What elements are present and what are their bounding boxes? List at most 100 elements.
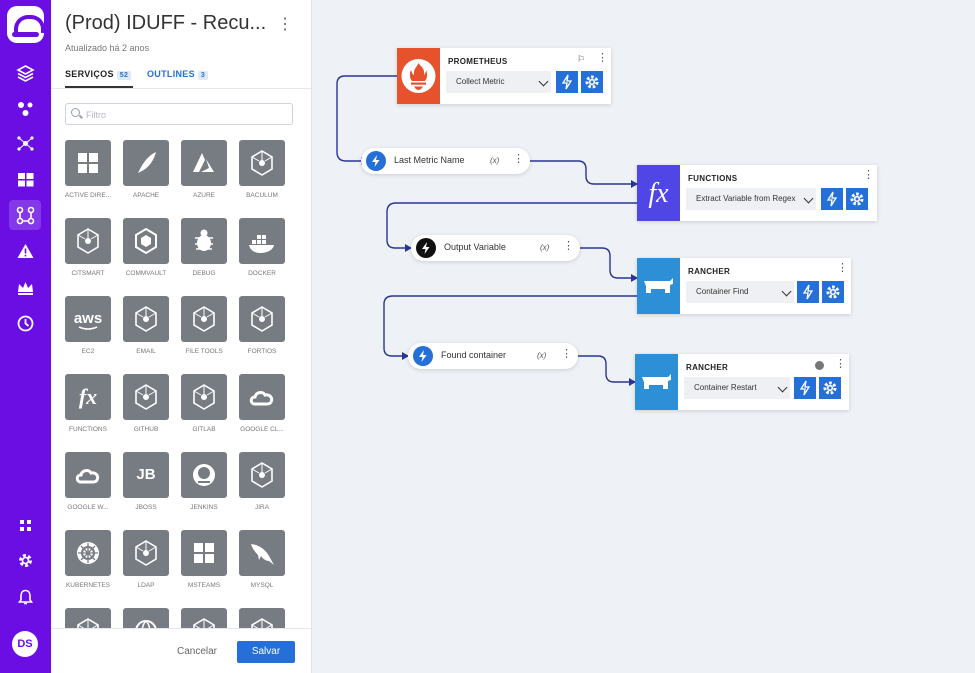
action-select-value: Collect Metric — [456, 77, 505, 86]
node-menu-icon[interactable]: ⋮ — [863, 169, 874, 181]
variable-icon[interactable]: (x) — [490, 156, 500, 165]
variable-menu-icon[interactable]: ⋮ — [563, 240, 574, 252]
clock-icon[interactable] — [13, 311, 38, 336]
tab-outlines-count: 3 — [197, 71, 209, 80]
service-tile[interactable]: LDAP — [123, 530, 169, 595]
bell-icon[interactable] — [13, 585, 38, 610]
action-select[interactable]: Extract Variable from Regex — [686, 188, 816, 210]
bolt-icon — [826, 191, 838, 207]
action-select-value: Container Find — [696, 287, 749, 296]
gear-icon — [585, 75, 599, 89]
service-tile[interactable]: BACULUM — [239, 140, 285, 205]
service-tile[interactable] — [123, 608, 169, 628]
gear-icon[interactable] — [13, 548, 38, 573]
action-select[interactable]: Collect Metric — [446, 71, 551, 93]
dashboard-icon[interactable] — [13, 167, 38, 192]
settings-button[interactable] — [819, 377, 841, 399]
service-tile[interactable]: MSTEAMS — [181, 530, 227, 595]
variable-pill[interactable]: Output Variable (x) ⋮ — [411, 235, 580, 261]
trigger-button[interactable] — [821, 188, 843, 210]
node-menu-icon[interactable]: ⋮ — [597, 52, 608, 64]
service-tile[interactable]: JIRA — [239, 452, 285, 517]
settings-button[interactable] — [846, 188, 868, 210]
node-menu-icon[interactable]: ⋮ — [837, 262, 848, 274]
molecule-icon[interactable] — [13, 96, 38, 121]
variable-pill[interactable]: Found container (x) ⋮ — [408, 343, 578, 369]
bolt-icon — [561, 74, 573, 90]
service-tile[interactable]: COMMVAULT — [123, 218, 169, 283]
cube-icon — [239, 452, 285, 498]
service-tile[interactable]: KUBERNETES — [65, 530, 111, 595]
more-options-icon[interactable]: ⋮ — [277, 16, 293, 33]
user-avatar[interactable]: DS — [12, 631, 38, 657]
action-select[interactable]: Container Find — [686, 281, 794, 303]
node-functions[interactable]: fx FUNCTIONS ⋮ Extract Variable from Reg… — [637, 165, 877, 221]
layers-icon[interactable] — [13, 61, 38, 86]
tab-outlines-label: OUTLINES — [147, 69, 195, 79]
service-tile[interactable]: EMAIL — [123, 296, 169, 361]
flag-icon[interactable]: ⚐ — [577, 54, 586, 64]
save-button[interactable]: Salvar — [237, 641, 295, 663]
cube-icon — [123, 296, 169, 342]
settings-button[interactable] — [581, 71, 603, 93]
filter-box — [65, 103, 293, 125]
cube-icon — [181, 608, 227, 628]
service-tile[interactable] — [181, 608, 227, 628]
action-select-value: Container Restart — [694, 383, 757, 392]
action-select[interactable]: Container Restart — [684, 377, 790, 399]
filter-input[interactable] — [84, 106, 288, 124]
variable-icon[interactable]: (x) — [537, 351, 547, 360]
globe-icon — [123, 608, 169, 628]
cloud-icon — [239, 374, 285, 420]
service-tile[interactable]: GOOGLE CL... — [239, 374, 285, 439]
variable-pill[interactable]: Last Metric Name (x) ⋮ — [361, 148, 530, 174]
service-tile[interactable]: MYSQL — [239, 530, 285, 595]
variable-menu-icon[interactable]: ⋮ — [513, 153, 524, 165]
settings-button[interactable] — [822, 281, 844, 303]
service-icon-text: aws — [74, 310, 102, 327]
node-rancher-restart[interactable]: RANCHER ⋮ Container Restart — [635, 354, 849, 410]
alert-icon[interactable] — [13, 239, 38, 264]
variable-menu-icon[interactable]: ⋮ — [561, 348, 572, 360]
service-tile[interactable]: GITHUB — [123, 374, 169, 439]
variable-label: Last Metric Name — [394, 155, 465, 165]
services-grid: ACTIVE DIRE... APACHE AZURE BACULUM CITSMART… — [65, 140, 295, 628]
trigger-button[interactable] — [556, 71, 578, 93]
service-tile[interactable]: DOCKER — [239, 218, 285, 283]
trigger-button[interactable] — [794, 377, 816, 399]
bolt-icon — [366, 151, 386, 171]
service-tile[interactable]: FILE TOOLS — [181, 296, 227, 361]
network-icon[interactable] — [13, 131, 38, 156]
service-tile[interactable]: DEBUG — [181, 218, 227, 283]
apps-grid-icon[interactable] — [13, 513, 38, 538]
crown-icon[interactable] — [13, 275, 38, 300]
cube-icon — [65, 608, 111, 628]
workflow-icon[interactable] — [9, 200, 41, 230]
service-tile[interactable]: AZURE — [181, 140, 227, 205]
node-prometheus[interactable]: PROMETHEUS ⚐ ⋮ Collect Metric — [397, 48, 611, 104]
service-tile[interactable]: GITLAB — [181, 374, 227, 439]
trigger-button[interactable] — [797, 281, 819, 303]
service-tile[interactable] — [239, 608, 285, 628]
service-tile[interactable]: JENKINS — [181, 452, 227, 517]
service-tile[interactable]: FORTIOS — [239, 296, 285, 361]
node-rancher-find[interactable]: RANCHER ⋮ Container Find — [637, 258, 851, 314]
service-tile[interactable]: CITSMART — [65, 218, 111, 283]
bug-icon — [181, 218, 227, 264]
cube-icon — [123, 530, 169, 576]
service-tile[interactable]: ACTIVE DIRE... — [65, 140, 111, 205]
node-menu-icon[interactable]: ⋮ — [835, 358, 846, 370]
variable-icon[interactable]: (x) — [540, 243, 550, 252]
service-tile[interactable]: GOOGLE W... — [65, 452, 111, 517]
app-logo[interactable] — [7, 6, 45, 43]
service-tile[interactable] — [65, 608, 111, 628]
service-tile[interactable]: APACHE — [123, 140, 169, 205]
cancel-button[interactable]: Cancelar — [176, 646, 218, 657]
page-title: (Prod) IDUFF - Recu... — [65, 12, 267, 34]
jenkins-icon — [181, 452, 227, 498]
